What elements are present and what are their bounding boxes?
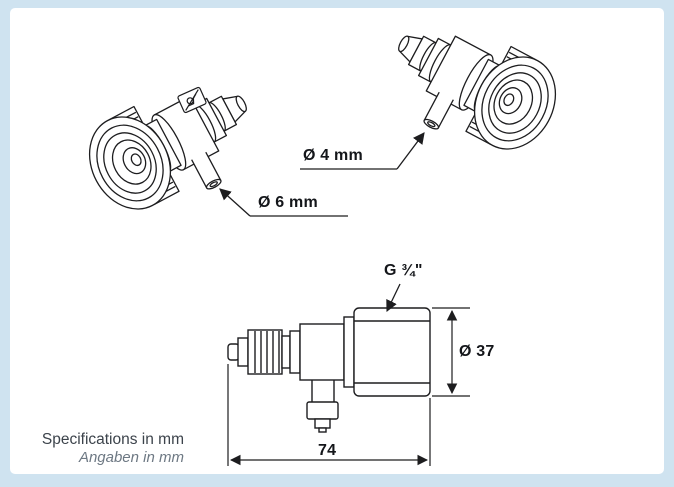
footer-note-german: Angaben in mm [78,449,184,467]
leader-dia6 [219,188,348,217]
leader-thread [386,283,401,313]
label-length-74: 74 [318,442,337,459]
left-connector-drawing [73,59,274,236]
dimension-37 [432,307,470,397]
right-connector-drawing [371,0,572,176]
footer-note-english: Specifications in mm [41,431,184,448]
label-thread-g34: G ¾" [384,262,423,279]
label-diameter-6mm: Ø 6 mm [258,194,318,211]
no-lubricant-icon [177,86,207,114]
label-diameter-37: Ø 37 [459,343,495,360]
side-view-drawing [227,307,431,433]
label-diameter-4mm: Ø 4 mm [303,147,363,164]
dimension-74 [227,364,431,466]
leader-dia4 [300,132,425,170]
footer-note: Specifications in mm Angaben in mm [12,430,184,468]
